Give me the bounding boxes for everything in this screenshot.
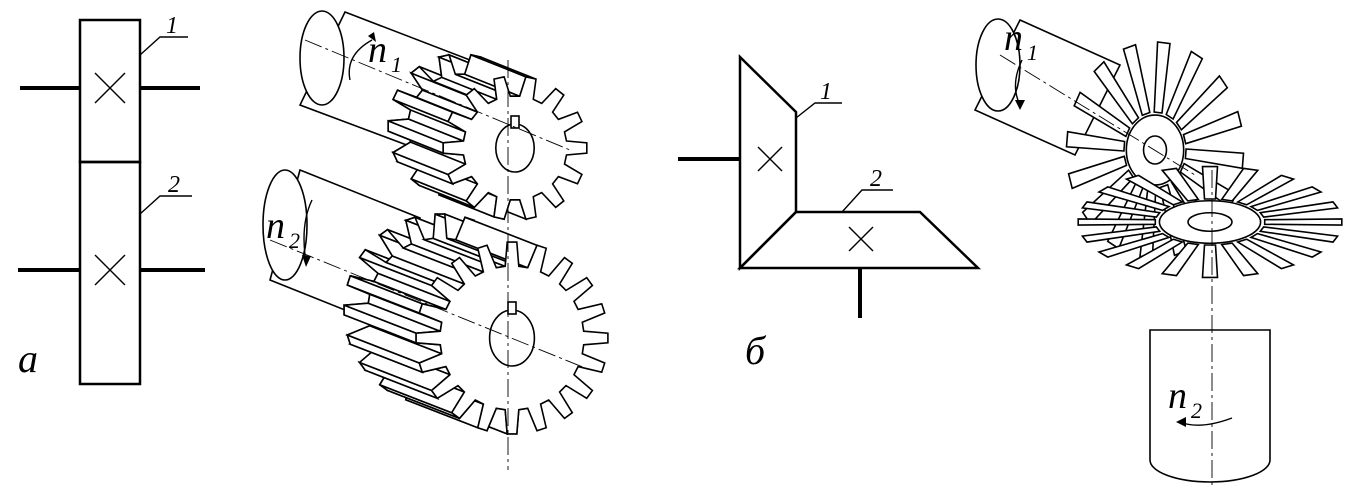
gear-bore xyxy=(494,123,535,173)
upper-spur-gear xyxy=(387,53,588,221)
bevel-tooth xyxy=(1201,244,1219,279)
bevel-tooth xyxy=(1093,60,1140,126)
bevel-tooth xyxy=(1235,238,1296,270)
rotation-arrowhead-n1 xyxy=(368,32,376,42)
bevel-tooth xyxy=(1073,91,1131,138)
bevel-tooth xyxy=(1184,148,1245,170)
lower-shaft-end xyxy=(262,169,308,281)
leader-b2 xyxy=(841,189,893,213)
bevel-tooth xyxy=(1080,226,1162,243)
spur-gears-3d: n 1 n 2 xyxy=(262,10,609,470)
cross-mark-1 xyxy=(94,72,126,104)
figure-b-label: б xyxy=(745,328,767,373)
bevel-tooth xyxy=(1096,232,1171,258)
cross-mark-b1 xyxy=(757,146,783,172)
gear-2-block xyxy=(78,160,142,386)
bevel-tooth xyxy=(1165,50,1204,121)
bevel-tooth xyxy=(1160,167,1200,202)
leader-b1 xyxy=(795,102,842,119)
bevel-gear-2-block xyxy=(736,210,982,270)
n2-label-a: n xyxy=(266,205,285,247)
n1-subscript-a: 1 xyxy=(391,52,402,77)
n1-label-b: n xyxy=(1004,17,1023,59)
figure-a-label: а xyxy=(18,336,38,381)
bevel-tooth xyxy=(1258,226,1340,243)
bevel-tooth xyxy=(1249,186,1324,212)
leader-1 xyxy=(139,36,188,56)
upper-shaft-end xyxy=(299,10,345,106)
bevel-tooth xyxy=(1182,110,1243,145)
bevel-bore xyxy=(1187,211,1233,233)
part-2-label-a: 2 xyxy=(168,172,180,198)
rotation-arrowhead-b-n1 xyxy=(1015,100,1025,110)
bevel-tooth xyxy=(1080,201,1162,218)
bevel-gear-schematic: 1 2 б xyxy=(678,54,982,373)
cross-mark-b2 xyxy=(848,226,874,252)
bevel-tooth xyxy=(1263,218,1343,226)
gear-keyway xyxy=(507,301,517,315)
bevel-tooth xyxy=(1096,186,1171,212)
bevel-tooth xyxy=(1067,155,1128,190)
bevel-tooth xyxy=(1153,41,1171,114)
bevel-tooth xyxy=(1258,201,1340,218)
bevel-tooth xyxy=(1077,218,1157,226)
bevel-tooth xyxy=(1220,167,1260,202)
rotation-arrowhead-n2 xyxy=(302,255,311,267)
bevel-tooth xyxy=(1235,174,1296,206)
bevel-tooth xyxy=(1201,165,1219,200)
bevel-lower-shaft-body xyxy=(1149,329,1271,483)
upper-gear-axis xyxy=(304,39,571,151)
spur-gear-schematic: 1 2 а xyxy=(18,13,205,386)
bevel-tooth xyxy=(1122,43,1151,117)
cross-mark-2 xyxy=(94,254,126,286)
rotation-arrow-n2 xyxy=(303,199,313,263)
n2-label-b: n xyxy=(1168,375,1187,417)
bevel-tooth xyxy=(1124,238,1185,270)
n1-subscript-b: 1 xyxy=(1027,40,1038,65)
bevel-upper-axis xyxy=(999,54,1196,176)
bevel-tooth xyxy=(1065,130,1126,152)
bevel-gears-3d: n 1 n 2 xyxy=(973,17,1343,488)
bevel-tooth xyxy=(1124,174,1185,206)
part-1-label-b: 1 xyxy=(820,79,832,105)
part-2-label-b: 2 xyxy=(870,166,882,192)
lower-bevel-gear xyxy=(1077,165,1343,279)
gear-keyway xyxy=(510,115,520,129)
leader-2 xyxy=(139,195,192,215)
n2-subscript-a: 2 xyxy=(289,228,300,253)
part-1-label-a: 1 xyxy=(166,13,178,39)
n1-label-a: n xyxy=(368,29,387,71)
gear-1-block xyxy=(78,18,142,164)
rotation-arrowhead-b-n2 xyxy=(1176,417,1186,427)
bevel-tooth xyxy=(1160,242,1200,277)
bevel-tooth xyxy=(1249,232,1324,258)
bevel-tooth xyxy=(1220,242,1260,277)
lower-spur-gear xyxy=(343,212,609,436)
rotation-arrow-n1 xyxy=(348,39,373,81)
n2-subscript-b: 2 xyxy=(1191,398,1202,423)
bevel-gear-1-block xyxy=(738,54,798,272)
bevel-tooth xyxy=(1175,74,1229,132)
